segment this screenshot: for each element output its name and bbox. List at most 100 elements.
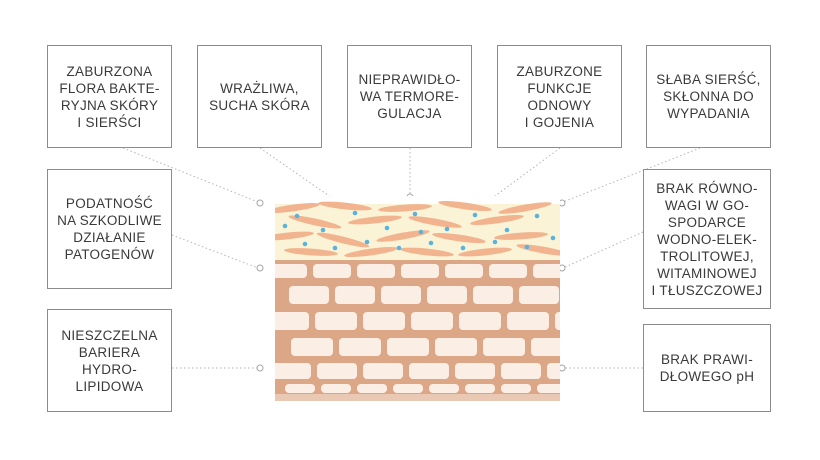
skin-cell <box>363 363 403 379</box>
skin-cell <box>387 338 429 356</box>
label-leaky-barrier-text: NIESZCZELNA BARIERA HYDRO- LIPIDOWA <box>61 327 158 394</box>
skin-cell <box>275 363 311 379</box>
keratin-flake <box>438 200 492 212</box>
label-disturbed-flora: ZABURZONA FLORA BAKTE- RYJNA SKÓRY I SIE… <box>47 45 172 148</box>
keratin-flake <box>275 231 314 241</box>
skin-cell <box>357 384 387 393</box>
label-sensitive-dry-skin: WRAŻLIWA, SUCHA SKÓRA <box>197 45 322 148</box>
skin-cell <box>409 363 449 379</box>
label-thermoregulation-text: NIEPRAWIDŁO- WA TERMORE- GULACJA <box>358 72 461 121</box>
skin-cell <box>411 312 453 330</box>
label-leaky-barrier: NIESZCZELNA BARIERA HYDRO- LIPIDOWA <box>47 309 172 412</box>
skin-cell <box>501 384 531 393</box>
keratin-flake <box>284 248 338 256</box>
water-droplet <box>418 229 424 235</box>
keratin-flake <box>400 247 454 257</box>
water-droplet <box>524 244 530 250</box>
label-ph: BRAK PRAWI- DŁOWEGO pH <box>643 324 771 412</box>
label-pathogen-susceptibility-text: PODATNOŚĆ NA SZKODLIWE DZIAŁANIE PATOGEN… <box>57 196 162 262</box>
skin-cell <box>393 384 423 393</box>
label-weak-coat-text: SŁABA SIERŚĆ, SKŁONNA DO WYPADANIA <box>656 72 761 121</box>
water-droplet <box>294 213 300 219</box>
keratin-flakes <box>275 200 560 258</box>
label-weak-coat: SŁABA SIERŚĆ, SKŁONNA DO WYPADANIA <box>646 45 771 148</box>
skin-cell <box>291 338 333 356</box>
skin-cell <box>547 363 560 379</box>
label-renewal-healing: ZABURZONE FUNKCJE ODNOWY I GOJENIA <box>497 45 622 148</box>
water-droplet <box>396 245 402 251</box>
skin-cell <box>363 312 405 330</box>
skin-cross-section <box>275 196 560 412</box>
skin-cell <box>317 363 357 379</box>
skin-cell <box>335 286 375 304</box>
skin-cell <box>401 264 439 278</box>
skin-cell <box>285 384 315 393</box>
skin-cell <box>489 264 527 278</box>
basal-layer <box>275 394 560 401</box>
skin-cell <box>465 384 495 393</box>
skin-cell <box>507 312 549 330</box>
water-droplet <box>444 226 450 232</box>
keratin-flake <box>376 230 430 242</box>
skin-cell <box>427 286 467 304</box>
skin-cell <box>483 338 525 356</box>
skin-cell <box>473 286 513 304</box>
keratin-flake <box>316 232 370 248</box>
keratin-flake <box>498 202 552 214</box>
water-droplet <box>364 239 370 245</box>
keratin-flake <box>348 215 402 225</box>
water-droplet <box>492 239 498 245</box>
keratin-flake <box>288 215 342 229</box>
skin-cell <box>501 363 541 379</box>
skin-cell <box>459 312 501 330</box>
keratin-flake <box>470 214 524 226</box>
label-disturbed-flora-text: ZABURZONA FLORA BAKTE- RYJNA SKÓRY I SIE… <box>59 63 160 130</box>
skin-cell <box>435 338 477 356</box>
water-droplet <box>302 241 308 247</box>
water-droplet <box>550 235 556 241</box>
label-ph-text: BRAK PRAWI- DŁOWEGO pH <box>659 352 755 384</box>
keratin-flake <box>494 232 548 240</box>
label-balance-disorder: BRAK RÓWNO- WAGI W GO- SPODARCE WODNO-EL… <box>643 169 771 309</box>
skin-cells <box>275 264 560 393</box>
water-droplet <box>332 245 338 251</box>
label-pathogen-susceptibility: PODATNOŚĆ NA SZKODLIWE DZIAŁANIE PATOGEN… <box>47 169 172 289</box>
anchor-dot <box>256 199 264 207</box>
label-renewal-healing-text: ZABURZONE FUNKCJE ODNOWY I GOJENIA <box>516 63 603 130</box>
skin-cell <box>275 264 307 278</box>
skin-cell <box>537 384 560 393</box>
water-droplet <box>472 212 478 218</box>
keratin-flake <box>275 202 320 214</box>
keratin-flake <box>432 232 486 244</box>
anchor-dot <box>256 364 264 372</box>
water-droplet <box>352 210 358 216</box>
water-droplet <box>320 227 326 233</box>
keratin-flake <box>458 247 512 257</box>
skin-cell <box>455 363 495 379</box>
skin-cell <box>289 286 329 304</box>
keratin-flake <box>408 216 462 228</box>
skin-cell <box>533 264 560 278</box>
keratin-flake <box>318 201 372 211</box>
skin-cell <box>321 384 351 393</box>
label-sensitive-dry-skin-text: WRAŻLIWA, SUCHA SKÓRA <box>209 80 310 113</box>
skin-cell <box>315 312 357 330</box>
keratin-flake <box>516 244 560 256</box>
skin-cell <box>339 338 381 356</box>
skin-cell <box>381 286 421 304</box>
water-droplets <box>282 210 556 251</box>
skin-cell <box>555 312 560 330</box>
water-droplet <box>460 245 466 251</box>
water-droplet <box>534 213 540 219</box>
keratin-flake <box>344 246 398 258</box>
label-thermoregulation: NIEPRAWIDŁO- WA TERMORE- GULACJA <box>347 45 472 148</box>
skin-cell <box>531 338 560 356</box>
label-balance-disorder-text: BRAK RÓWNO- WAGI W GO- SPODARCE WODNO-EL… <box>651 180 763 298</box>
water-droplet <box>282 223 288 229</box>
water-droplet <box>412 211 418 217</box>
water-droplet <box>428 240 434 246</box>
anchor-dot <box>256 264 264 272</box>
skin-cell <box>275 312 309 330</box>
keratin-flake <box>378 204 432 212</box>
skin-cell <box>357 264 395 278</box>
